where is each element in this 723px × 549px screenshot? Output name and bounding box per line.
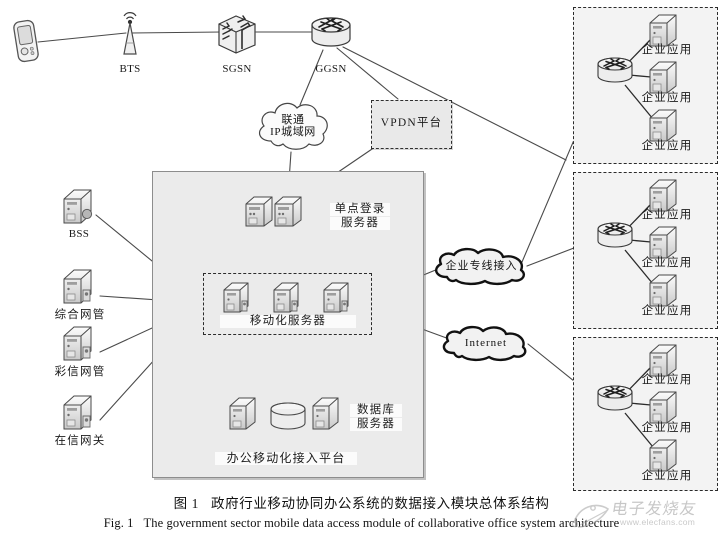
sso-server-label-line2: 服务器 bbox=[330, 217, 390, 230]
vpdn-platform-box: VPDN平台 bbox=[371, 100, 452, 149]
caption-chinese-text: 政府行业移动协同办公系统的数据接入模块总体系结构 bbox=[211, 496, 550, 511]
database-server-label-line2: 服务器 bbox=[350, 418, 402, 431]
caption-chinese-number: 图 1 bbox=[173, 496, 200, 511]
enterprise-3-app-server-1-icon bbox=[648, 343, 677, 377]
enterprise-1-app-server-1-icon bbox=[648, 13, 677, 47]
enterprise-3-router-icon bbox=[595, 385, 637, 413]
router-icon bbox=[309, 17, 351, 47]
database-server-1-icon bbox=[228, 396, 256, 430]
enterprise-1-app-server-2-icon bbox=[648, 60, 677, 94]
enterprise-3-app-server-3-icon bbox=[648, 438, 677, 472]
mms-nms-label: 彩信网管 bbox=[54, 366, 106, 378]
messaging-gateway-label: 在信网关 bbox=[54, 435, 106, 447]
enterprise-1-app-server-3-icon bbox=[648, 108, 677, 142]
enterprise-1-router-icon bbox=[595, 57, 637, 85]
mobility-server-1-icon bbox=[222, 281, 249, 313]
ggsn-label: GGSN bbox=[315, 63, 347, 75]
mms-nms-server-icon bbox=[62, 325, 92, 361]
sso-server-label-line1: 单点登录 bbox=[330, 203, 390, 216]
enterprise-3-app-label-3: 企业应用 bbox=[641, 470, 693, 482]
database-server-label-line1: 数据库 bbox=[350, 404, 402, 417]
internet-label: Internet bbox=[464, 337, 508, 349]
integrated-nms-label: 综合网管 bbox=[54, 309, 106, 321]
unicom-cloud-line2: IP城域网 bbox=[270, 126, 316, 138]
enterprise-3-app-label-1: 企业应用 bbox=[641, 374, 693, 386]
bts-label: BTS bbox=[119, 63, 141, 75]
enterprise-2-app-server-1-icon bbox=[648, 178, 677, 212]
enterprise-leased-line-cloud: 企业专线接入 bbox=[429, 246, 534, 286]
enterprise-1-app-label-3: 企业应用 bbox=[641, 140, 693, 152]
enterprise-3-app-server-2-icon bbox=[648, 390, 677, 424]
internet-cloud: Internet bbox=[437, 324, 535, 362]
integrated-nms-server-icon bbox=[62, 268, 92, 304]
database-server-2-icon bbox=[311, 396, 339, 430]
enterprise-1-box bbox=[573, 7, 718, 164]
enterprise-2-app-server-2-icon bbox=[648, 225, 677, 259]
unicom-ip-man-cloud: 联通 IP城域网 bbox=[253, 97, 333, 155]
figure-caption: 图 1 政府行业移动协同办公系统的数据接入模块总体系结构 Fig. 1 The go… bbox=[0, 492, 723, 531]
enterprise-leased-line-label: 企业专线接入 bbox=[445, 260, 518, 272]
enterprise-2-app-server-3-icon bbox=[648, 273, 677, 307]
mobility-server-label: 移动化服务器 bbox=[220, 315, 356, 328]
mobility-server-3-icon bbox=[322, 281, 349, 313]
caption-chinese: 图 1 政府行业移动协同办公系统的数据接入模块总体系结构 bbox=[0, 492, 723, 512]
caption-english-number: Fig. 1 bbox=[103, 516, 134, 530]
switch-cube-icon bbox=[216, 13, 256, 54]
unicom-cloud-line1: 联通 bbox=[281, 114, 305, 126]
vpdn-platform-label: VPDN平台 bbox=[380, 117, 443, 129]
bss-label: BSS bbox=[68, 228, 90, 240]
sso-server-1-icon bbox=[244, 195, 273, 227]
mobility-server-2-icon bbox=[272, 281, 299, 313]
messaging-gateway-icon bbox=[62, 394, 92, 430]
mobility-server-group-box bbox=[203, 273, 372, 335]
enterprise-2-app-label-2: 企业应用 bbox=[641, 257, 693, 269]
enterprise-2-router-icon bbox=[595, 222, 637, 250]
sgsn-label: SGSN bbox=[222, 63, 252, 75]
database-disk-icon bbox=[266, 402, 306, 430]
caption-english: Fig. 1 The government sector mobile data … bbox=[0, 516, 723, 531]
enterprise-2-app-label-3: 企业应用 bbox=[641, 305, 693, 317]
caption-english-text: The government sector mobile data access… bbox=[143, 516, 620, 530]
platform-title: 办公移动化接入平台 bbox=[215, 452, 357, 465]
bss-server-icon bbox=[62, 188, 93, 224]
enterprise-2-box bbox=[573, 172, 718, 329]
antenna-tower-icon bbox=[115, 10, 141, 55]
enterprise-1-app-label-2: 企业应用 bbox=[641, 92, 693, 104]
enterprise-3-box bbox=[573, 337, 718, 491]
enterprise-2-app-label-1: 企业应用 bbox=[641, 209, 693, 221]
enterprise-1-app-label-1: 企业应用 bbox=[641, 44, 693, 56]
sso-server-2-icon bbox=[273, 195, 302, 227]
mobile-device-icon bbox=[12, 18, 40, 64]
enterprise-3-app-label-2: 企业应用 bbox=[641, 422, 693, 434]
